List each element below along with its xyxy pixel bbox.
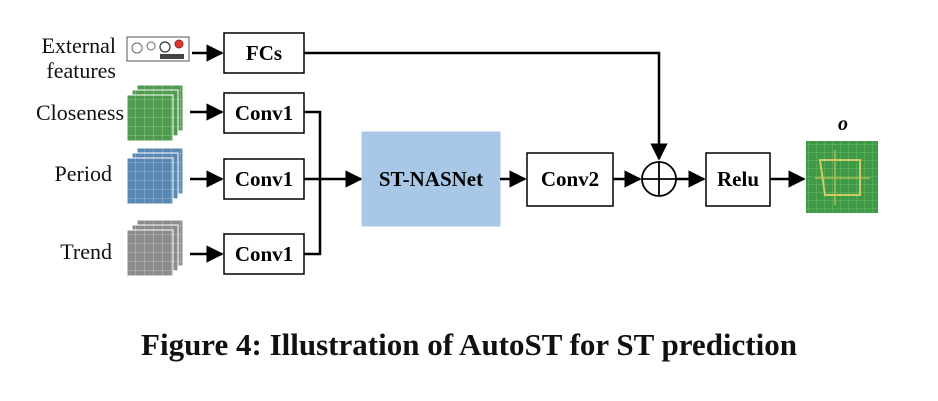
trend-map-stack: [126, 219, 184, 277]
conv1-label-closeness: Conv1: [235, 101, 293, 125]
external-features-label-line1: External: [41, 33, 116, 58]
conv1-label-period: Conv1: [235, 167, 293, 191]
output-map: [806, 141, 878, 213]
conv2-label: Conv2: [541, 167, 599, 191]
fcs-box: [223, 32, 305, 74]
relu-label: Relu: [717, 167, 759, 191]
stnasnet-box: [361, 131, 501, 227]
fcs-label: FCs: [246, 41, 282, 65]
period-label: Period: [55, 161, 112, 186]
merge-line-trend: [304, 179, 322, 256]
output-label: o: [838, 113, 848, 135]
stnasnet-label: ST-NASNet: [379, 167, 483, 191]
merge-line-closeness: [304, 110, 322, 179]
conv1-label-trend: Conv1: [235, 242, 293, 266]
external-features-icon: [126, 36, 190, 62]
trend-label: Trend: [60, 239, 112, 264]
conv1-box-closeness: [223, 92, 305, 134]
closeness-map-stack: [126, 84, 184, 142]
conv1-box-trend: [223, 233, 305, 275]
relu-box: [705, 152, 771, 207]
external-features-label-line2: features: [46, 58, 116, 83]
fusion-add-icon: [641, 161, 677, 197]
figure-caption: Figure 4: Illustration of AutoST for ST …: [141, 327, 797, 362]
period-map-stack: [126, 147, 184, 205]
conv1-box-period: [223, 158, 305, 200]
conv2-box: [526, 152, 614, 207]
closeness-label: Closeness: [36, 100, 124, 125]
path-fcs-to-fusion: [304, 51, 668, 161]
